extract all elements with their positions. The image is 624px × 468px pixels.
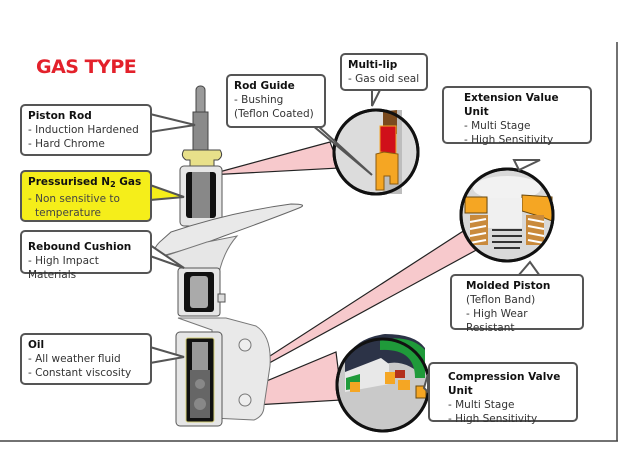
callout-oil: Oil - All weather fluid - Constant visco…	[20, 333, 152, 385]
callout-line: - Non sensitive to	[28, 193, 120, 205]
beam-rod-guide	[207, 141, 341, 176]
heading-text-end: Gas	[115, 176, 142, 188]
callout-rebound-cushion: Rebound Cushion - High Impact Materials	[20, 230, 152, 281]
callout-line: - High Wear Resistant	[466, 308, 528, 334]
heading-subscript: 2	[110, 180, 116, 189]
callout-line: - Hard Chrome	[28, 138, 105, 150]
callout-heading: Oil	[28, 339, 45, 351]
callout-heading: Rebound Cushion	[28, 241, 132, 253]
callout-compression-valve: Compression Valve Unit - Multi Stage - H…	[428, 362, 578, 425]
callout-heading: Multi-lip	[348, 59, 398, 71]
callout-heading: Extension Value Unit	[464, 92, 559, 118]
callout-line: (Teflon Band)	[466, 294, 536, 306]
callout-line: - Multi Stage	[464, 120, 531, 132]
callout-line: - All weather fluid	[28, 353, 121, 365]
callout-extension-valve: Extension Value Unit - Multi Stage - Hig…	[442, 86, 592, 146]
callout-line: - High Sensitivity	[448, 413, 538, 425]
callout-line: (Teflon Coated)	[234, 108, 314, 120]
magnifier-rod-guide	[332, 108, 420, 196]
callout-line: - Constant viscosity	[28, 367, 132, 379]
callout-line: - Induction Hardened	[28, 124, 139, 136]
callout-heading: Pressurised N2 Gas	[28, 175, 144, 192]
callout-rod-guide: Rod Guide - Bushing (Teflon Coated)	[226, 74, 326, 128]
callout-molded-piston: Molded Piston (Teflon Band) - High Wear …	[450, 274, 584, 334]
callout-heading: Compression Valve Unit	[448, 371, 561, 397]
callout-line: - High Sensitivity	[464, 134, 554, 146]
magnifier-piston	[459, 167, 555, 263]
callout-line: - Bushing	[234, 94, 284, 106]
callout-multi-lip: Multi-lip - Gas oid seal	[340, 53, 428, 91]
callout-heading: Piston Rod	[28, 110, 92, 122]
callout-piston-rod: Piston Rod - Induction Hardened - Hard C…	[20, 104, 152, 156]
magnifier-compression-valve	[335, 334, 431, 433]
callout-n2-gas: Pressurised N2 Gas - Non sensitive to te…	[20, 170, 152, 222]
callout-line: - High Impact Materials	[28, 255, 99, 281]
strut-illustration	[153, 85, 304, 427]
callout-heading: Rod Guide	[234, 80, 295, 92]
callout-line: - Gas oid seal	[348, 73, 420, 85]
callout-heading: Molded Piston	[466, 280, 551, 292]
callout-line: temperature	[35, 207, 101, 219]
diagram-title: GAS TYPE	[36, 56, 137, 78]
heading-text: Pressurised N	[28, 176, 111, 188]
callout-line: - Multi Stage	[448, 399, 515, 411]
